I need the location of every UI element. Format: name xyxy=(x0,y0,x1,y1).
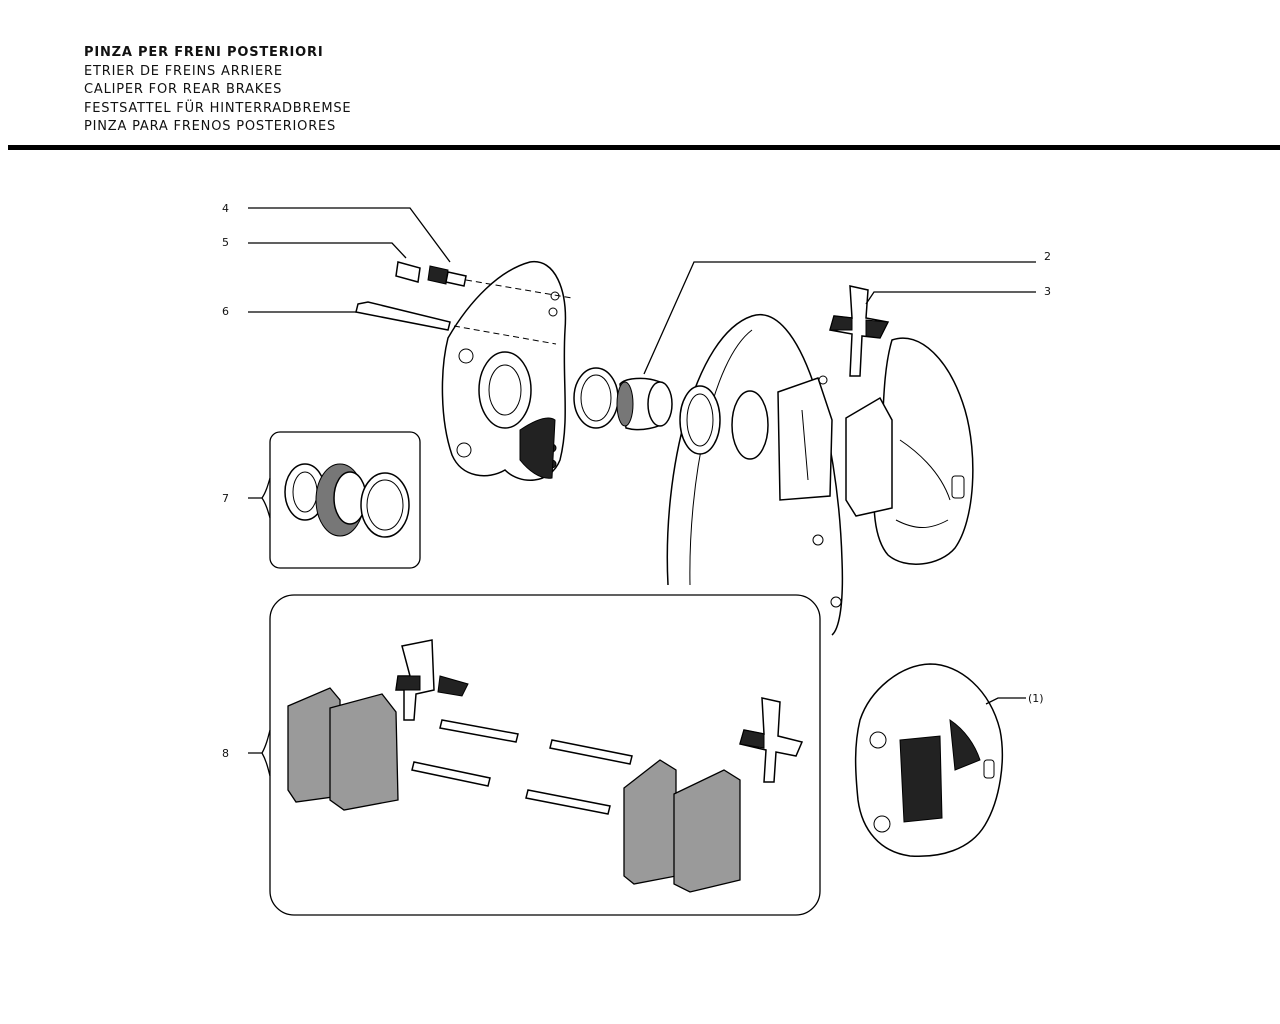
callout-6: 6 xyxy=(222,305,229,318)
assembled-caliper-1 xyxy=(854,663,1004,858)
callout-8: 8 xyxy=(222,747,229,760)
header-divider xyxy=(8,145,1280,150)
diagram-title-block: PINZA PER FRENI POSTERIORI ETRIER DE FRE… xyxy=(84,44,351,137)
callout-labels: 4 5 6 7 8 2 3 (1) xyxy=(222,202,1051,760)
pad-assembly xyxy=(777,377,893,517)
callout-4: 4 xyxy=(222,202,229,215)
title-french: ETRIER DE FREINS ARRIERE xyxy=(84,63,283,79)
leader-lines xyxy=(248,207,1036,777)
seal-kit-box-7 xyxy=(269,431,421,569)
callout-5: 5 xyxy=(222,236,229,249)
caliper-inner-half xyxy=(441,261,567,481)
title-italian: PINZA PER FRENI POSTERIORI xyxy=(84,45,324,60)
bleed-screw-assembly xyxy=(395,261,573,299)
callout-7: 7 xyxy=(222,492,229,505)
callout-3: 3 xyxy=(1044,285,1051,298)
title-german: FESTSATTEL FÜR HINTERRADBREMSE xyxy=(84,100,352,116)
callout-2: 2 xyxy=(1044,250,1051,263)
pad-kit-box-8 xyxy=(269,594,821,916)
piston-seal-set xyxy=(573,367,769,460)
callout-1: (1) xyxy=(1028,692,1044,705)
pad-spring-3 xyxy=(829,285,890,377)
title-english: CALIPER FOR REAR BRAKES xyxy=(84,82,283,97)
title-spanish: PINZA PARA FRENOS POSTERIORES xyxy=(84,119,337,134)
